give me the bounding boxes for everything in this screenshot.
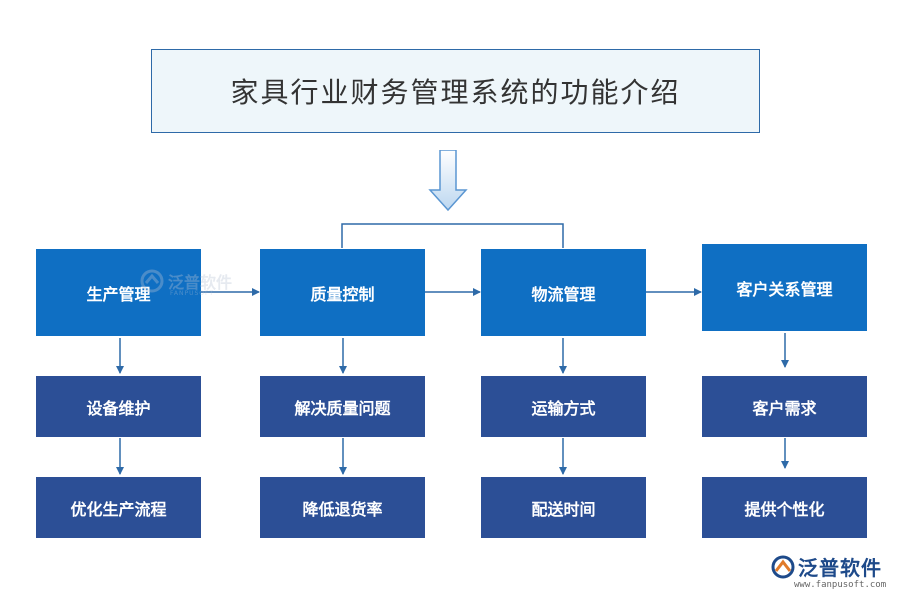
- node-customer-relationship: 客户关系管理: [702, 244, 867, 331]
- node-transport-mode: 运输方式: [481, 376, 646, 437]
- node-production-management: 生产管理: [36, 249, 201, 336]
- node-customer-needs: 客户需求: [702, 376, 867, 437]
- node-solve-quality-issues: 解决质量问题: [260, 376, 425, 437]
- brand-logo: 泛普软件 www.fanpusoft.com: [768, 552, 892, 596]
- watermark: 泛普软件 FANPUSOFT: [140, 266, 250, 297]
- brand-url: www.fanpusoft.com: [794, 580, 887, 590]
- fanpu-logo-icon: [140, 269, 164, 293]
- node-delivery-time: 配送时间: [481, 477, 646, 538]
- node-personalization: 提供个性化: [702, 477, 867, 538]
- node-reduce-return-rate: 降低退货率: [260, 477, 425, 538]
- node-quality-control: 质量控制: [260, 249, 425, 336]
- diagram-title: 家具行业财务管理系统的功能介绍: [151, 49, 760, 133]
- node-optimize-production: 优化生产流程: [36, 477, 201, 538]
- watermark-sub: FANPUSOFT: [170, 290, 215, 297]
- watermark-name: 泛普软件: [168, 273, 233, 292]
- node-logistics-management: 物流管理: [481, 249, 646, 336]
- node-equipment-maintenance: 设备维护: [36, 376, 201, 437]
- brand-name: 泛普软件: [798, 556, 882, 580]
- fanpu-logo-icon: [771, 555, 795, 579]
- down-arrow-icon: [428, 150, 468, 212]
